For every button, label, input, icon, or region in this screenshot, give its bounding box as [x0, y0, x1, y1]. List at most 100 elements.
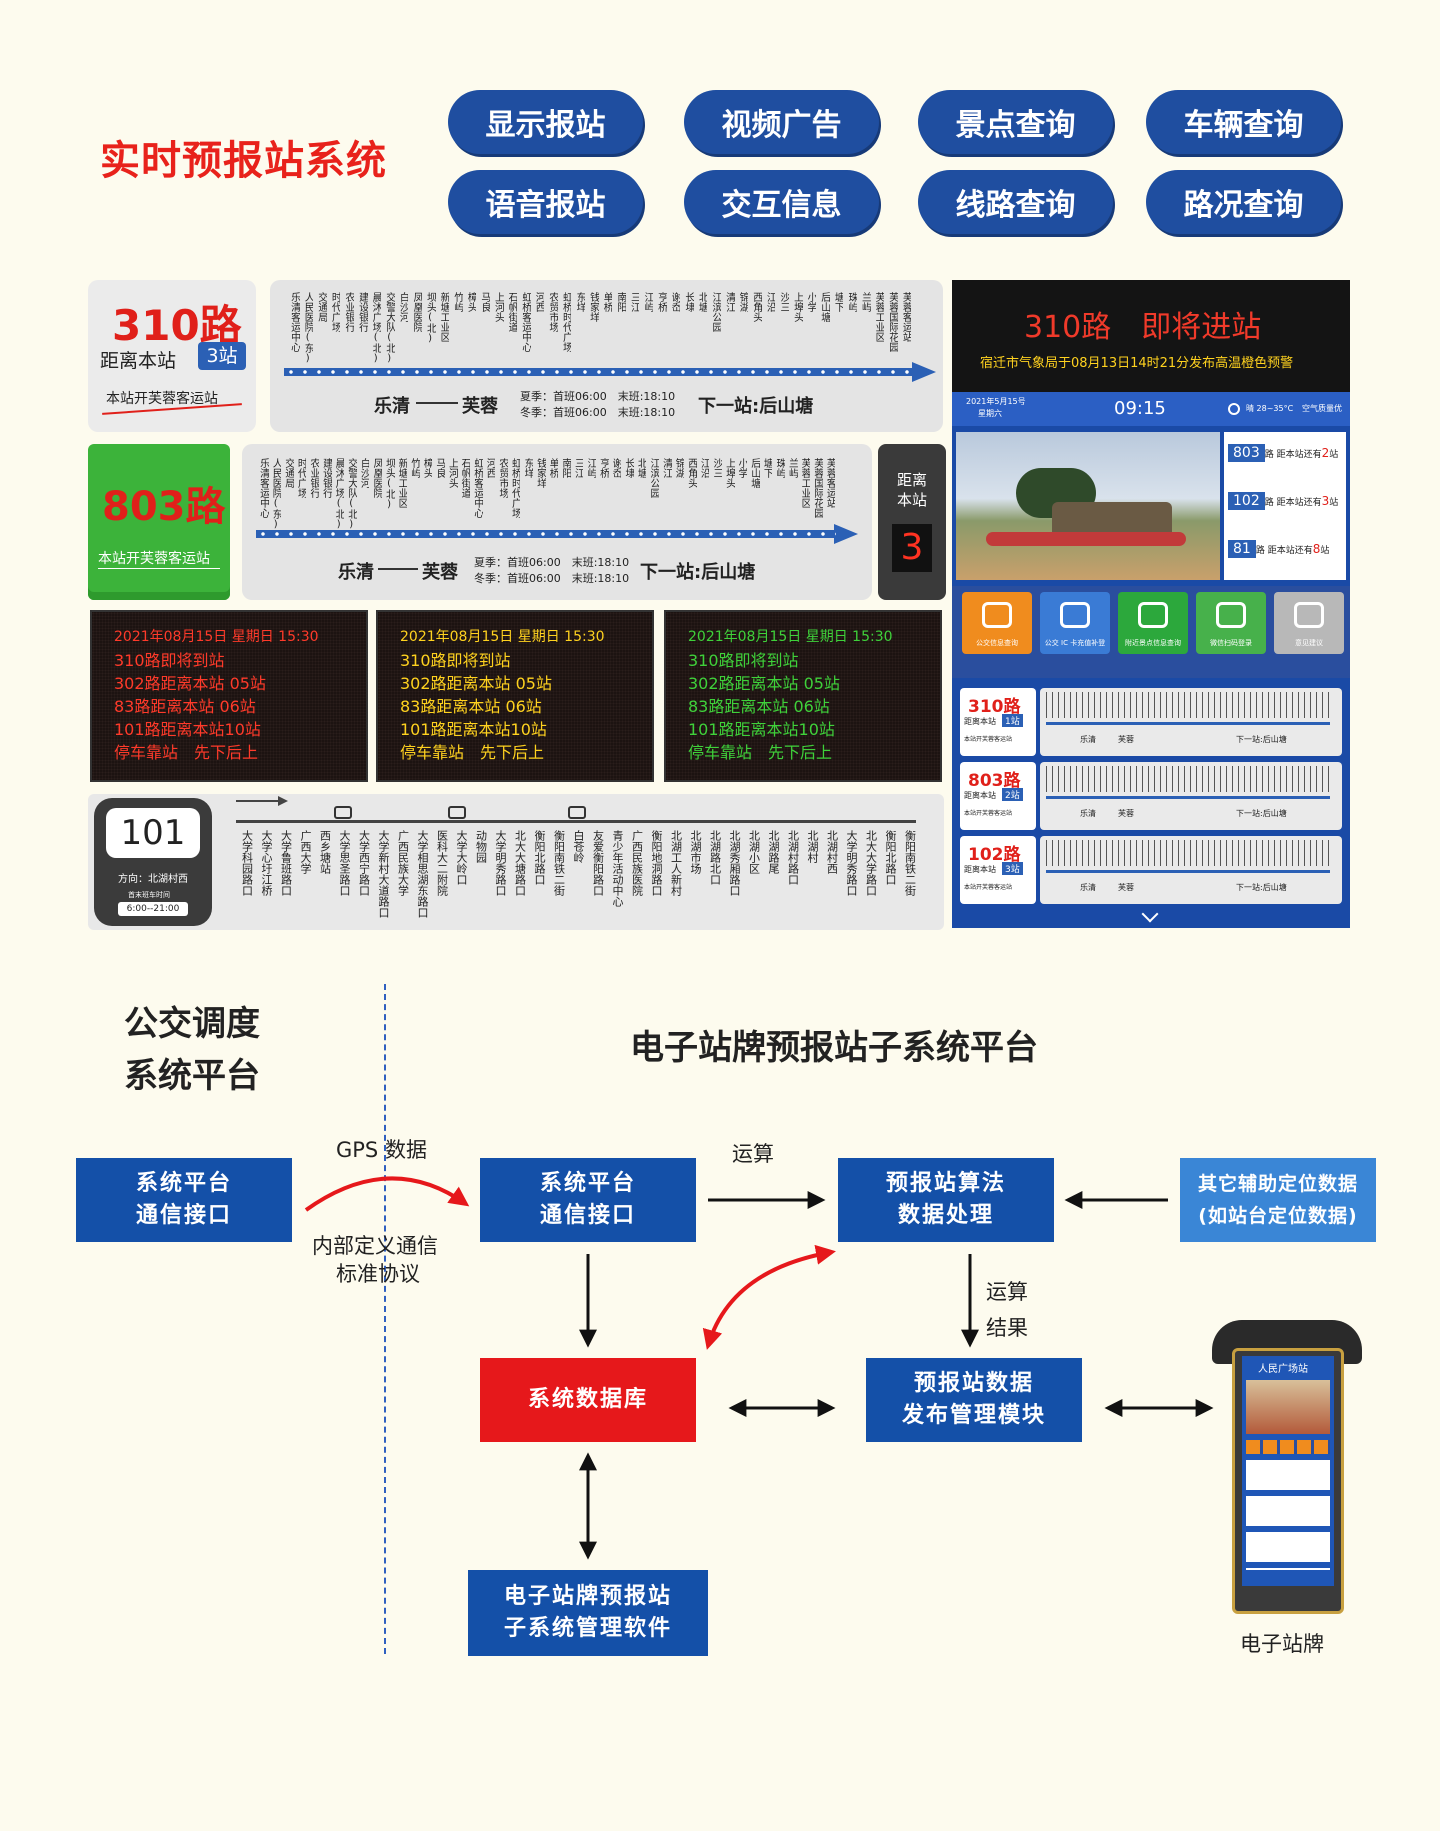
stop-label: 新塘工业区: [438, 292, 450, 342]
nav-button-7[interactable]: 路况查询: [1146, 170, 1341, 234]
stop-label: 竹屿: [408, 458, 420, 478]
stop-label-101: 北湖村: [806, 830, 819, 863]
stop-label: 珠屿: [845, 292, 857, 312]
stop-label: 江滨公园: [710, 292, 721, 332]
stop-label: 上河头: [492, 292, 504, 322]
arrival-route: 81: [1228, 540, 1256, 558]
stop-label-101: 大学鲁班路口: [279, 830, 293, 896]
stop-label: 芙蓉工业区: [873, 292, 885, 342]
box-publish: 预报站数据发布管理模块: [866, 1358, 1082, 1442]
route-101-number: 101: [106, 808, 200, 858]
stop-label: 兰屿: [859, 292, 871, 312]
led-line: 83路距离本站 06站: [688, 697, 830, 716]
nav-button-2[interactable]: 景点查询: [918, 90, 1113, 154]
kiosk-function-icon[interactable]: 公交信息查询: [962, 592, 1032, 654]
stop-label: 芙蓉客运站: [900, 292, 912, 342]
arrival-count: 3: [1321, 494, 1330, 508]
stop-label: 晨沐广场(北): [333, 458, 345, 530]
kiosk-function-icon[interactable]: 公交 IC 卡充值补登: [1040, 592, 1110, 654]
led-line: 310路即将到站: [688, 651, 799, 670]
stop-label: 锦湖: [737, 292, 749, 312]
sign-screen-icons: [1246, 1440, 1330, 1454]
stop-label: 单桥: [547, 458, 559, 478]
card-dist-label: 距离本站: [964, 865, 996, 874]
stop-label: 西角头: [750, 292, 762, 322]
box-aux-data: 其它辅助定位数据(如站台定位数据): [1180, 1158, 1376, 1242]
gps-arrow: [304, 1176, 470, 1212]
stop-label: 单桥: [601, 292, 613, 312]
direction-arrow-icon: [236, 800, 280, 802]
stop-label: 虹桥时代广场: [560, 292, 572, 352]
nav-button-6[interactable]: 线路查询: [918, 170, 1113, 234]
stop-label: 芙蓉国际花园: [811, 458, 823, 518]
direction-arrow-head-icon: [278, 796, 288, 806]
stop-label: 东垟: [522, 458, 534, 478]
stop-label: 北塘: [696, 292, 708, 312]
divider-dashed: [384, 984, 386, 1654]
stop-label: 人民医院(东): [270, 458, 282, 530]
box-platform-line1: 系统平台: [539, 1171, 636, 1196]
stop-label: 新塘工业区: [396, 458, 408, 508]
stop-label: 芙蓉工业区: [799, 458, 811, 508]
stop-label-101: 大学心圩江桥: [260, 830, 273, 896]
stop-label: 后山塘: [748, 458, 760, 488]
box-aux-line1: 其它辅助定位数据: [1197, 1173, 1358, 1195]
stop-label: 钱家垟: [534, 458, 546, 488]
kiosk-weekday: 星期六: [978, 409, 1002, 418]
nav-button-4[interactable]: 语音报站: [448, 170, 643, 234]
stop-label-101: 北湖路尾: [767, 830, 780, 874]
stop-label: 兰屿: [786, 458, 798, 478]
stop-label: 马良: [433, 458, 445, 478]
route-101-hours: 6:00--21:00: [118, 902, 188, 916]
stop-label-101: 广西民族医院: [630, 830, 644, 896]
stop-label: 谢岙: [669, 292, 681, 312]
stop-label: 凤凰医院: [370, 458, 382, 498]
card-dist: 2站: [1002, 788, 1023, 801]
result-label-1: 运算: [986, 1280, 1028, 1304]
route-310-from: 乐清: [374, 396, 410, 417]
stop-label-101: 北大大学路口: [864, 830, 878, 896]
sign-screen-title: 人民广场站: [1258, 1364, 1308, 1375]
kiosk-weather: 晴 28~35°C: [1246, 404, 1294, 413]
kiosk-function-icon[interactable]: 意见建议: [1274, 592, 1344, 654]
card-route: 310路: [968, 697, 1021, 717]
sun-icon: [1228, 403, 1240, 415]
nav-button-3[interactable]: 车辆查询: [1146, 90, 1341, 154]
stop-label: 白沙河: [397, 292, 409, 322]
stop-label: 时代广场: [329, 292, 341, 332]
kiosk-icon-strip: 公交信息查询公交 IC 卡充值补登附近景点信息查询微信扫码登录意见建议: [952, 586, 1350, 678]
stop-label: 沙三: [710, 458, 722, 478]
stop-label-101: 大学明秀路口: [845, 830, 858, 896]
stop-label: 农贸市场: [496, 458, 508, 498]
kiosk-function-icon[interactable]: 微信扫码登录: [1196, 592, 1266, 654]
box-publish-line1: 预报站数据: [913, 1371, 1034, 1396]
stop-label-101: 大学相思湖东路口: [416, 830, 429, 918]
page-title: 实时预报站系统: [100, 138, 387, 184]
stop-label-101: 友爱衡阳路口: [591, 830, 605, 896]
stop-label: 交通局: [282, 458, 294, 488]
kiosk-icon-glyph: [1216, 602, 1246, 628]
nav-button-5[interactable]: 交互信息: [684, 170, 879, 234]
led-line: 302路距离本站 05站: [688, 674, 840, 693]
kiosk-function-icon[interactable]: 附近景点信息查询: [1118, 592, 1188, 654]
stop-label: 小学: [736, 458, 748, 478]
stop-label: 河西: [484, 458, 496, 478]
rail-dots: [256, 530, 836, 538]
nav-button-1[interactable]: 视频广告: [684, 90, 879, 154]
box-left-interface: 系统平台通信接口: [76, 1158, 292, 1242]
box-publish-line2: 发布管理模块: [901, 1403, 1046, 1428]
route-803-note: 本站开芙蓉客运站: [98, 551, 210, 567]
distance-counter-value: 3: [892, 524, 932, 572]
route-101-hours-label: 首末班车时间: [128, 891, 170, 899]
nav-button-0[interactable]: 显示报站: [448, 90, 643, 154]
card-stop-ticks: [1046, 766, 1330, 792]
route-310-number: 310路: [112, 301, 242, 350]
stop-label: 河西: [533, 292, 545, 312]
stop-label: 坝头(北): [424, 292, 436, 344]
stop-label: 坝头(北): [383, 458, 395, 510]
stop-label: 交通局: [315, 292, 327, 322]
